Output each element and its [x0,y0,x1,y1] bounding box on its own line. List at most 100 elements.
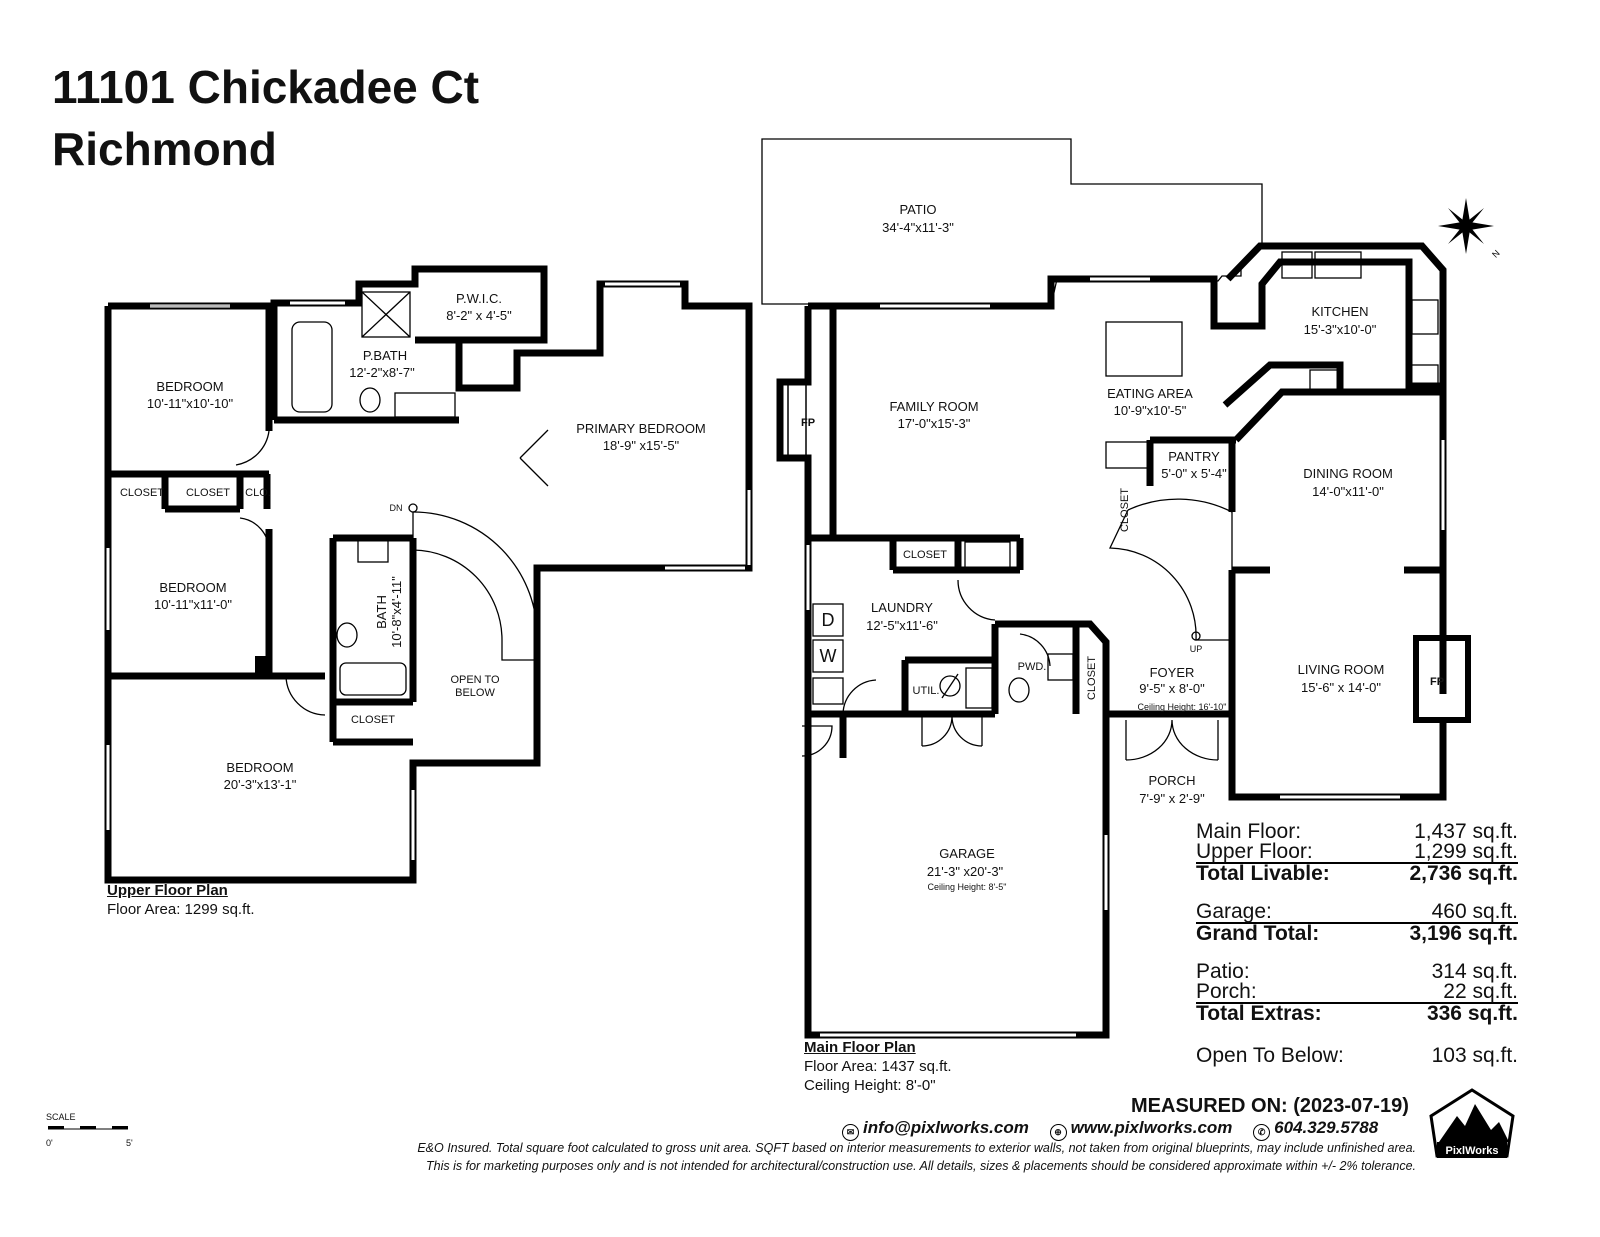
email-icon: ✉ [842,1124,859,1141]
summary-value: 2,736 sq.ft. [1409,862,1518,885]
summary-value: 3,196 sq.ft. [1409,922,1518,945]
summary-grand-total: Grand Total: 3,196 sq.ft. [1196,922,1518,944]
foyer-closet-label: CLOSET [1119,488,1131,532]
summary-porch: Porch: 22 sq.ft. [1196,980,1518,1003]
living-room-label: LIVING ROOM [1298,662,1385,677]
summary-value: 1,299 sq.ft. [1414,840,1518,863]
main-floor-caption-area: Floor Area: 1437 sq.ft. [804,1058,952,1075]
upper-bedroom-2-label: BEDROOM [159,580,226,595]
phone-icon: ✆ [1253,1124,1271,1141]
summary-value: 22 sq.ft. [1443,980,1518,1003]
website-link[interactable]: www.pixlworks.com [1070,1118,1233,1137]
upper-closet-2: CLOSET [186,487,230,499]
summary-total-livable: Total Livable: 2,736 sq.ft. [1196,862,1518,884]
main-floor-caption-title: Main Floor Plan [804,1039,916,1056]
foyer-dims: 9'-5" x 8'-0" [1139,681,1205,696]
upper-bedroom-1-dims: 10'-11"x10'-10" [147,396,234,411]
primary-bedroom-label: PRIMARY BEDROOM [576,421,706,436]
porch-dims: 7'-9" x 2'-9" [1139,791,1205,806]
pwic-label: P.W.I.C. [456,291,502,306]
upper-closet-3: CLO. [245,487,271,499]
dryer-label: D [822,610,835,630]
pantry-dims: 5'-0" x 5'-4" [1161,466,1227,481]
upper-bath-label: BATH [374,595,389,629]
summary-value: 103 sq.ft. [1431,1044,1518,1067]
garage-label: GARAGE [939,846,995,861]
primary-bedroom-dims: 18'-9" x15'-5" [603,438,680,453]
kitchen-dims: 15'-3"x10'-0" [1304,322,1377,337]
upper-floor-fixtures [235,291,549,716]
upper-closet-4: CLOSET [351,714,395,726]
property-address: 11101 Chickadee Ct [52,61,480,113]
garage-dims: 21'-3" x20'-3" [927,864,1004,879]
email-link[interactable]: info@pixlworks.com [863,1118,1029,1137]
summary-upper-floor: Upper Floor: 1,299 sq.ft. [1196,840,1518,863]
upper-bedroom-3-label: BEDROOM [226,760,293,775]
garage-ceiling-height: Ceiling Height: 8'-5" [928,882,1007,892]
summary-value: 460 sq.ft. [1431,900,1518,923]
laundry-dims: 12'-5"x11'-6" [866,618,938,633]
scale-start: 0' [46,1138,53,1148]
main-stairs [1108,498,1233,641]
upper-stairs [408,503,538,661]
foyer-label: FOYER [1150,665,1195,680]
porch-label: PORCH [1149,773,1196,788]
globe-icon: ⊕ [1049,1124,1067,1141]
summary-total-extras: Total Extras: 336 sq.ft. [1196,1002,1518,1024]
stairs-down-label: DN [390,503,403,513]
summary-label: Patio: [1196,960,1250,983]
eating-area-dims: 10'-9"x10'-5" [1114,403,1187,418]
disclaimer-line-2: This is for marketing purposes only and … [426,1159,1416,1173]
summary-label: Grand Total: [1196,922,1320,945]
upper-floor-windows [106,282,751,860]
summary-label: Open To Below: [1196,1044,1344,1067]
summary-value: 1,437 sq.ft. [1414,820,1518,843]
upper-closet-1: CLOSET [120,487,164,499]
laundry-label: LAUNDRY [871,600,933,615]
family-room-label: FAMILY ROOM [889,399,978,414]
upper-bedroom-2-dims: 10'-11"x11'-0" [154,597,232,612]
pbath-label: P.BATH [363,348,407,363]
scale-label: SCALE [46,1112,76,1122]
patio-dims: 34'-4"x11'-3" [882,220,954,235]
upper-floor-caption-title: Upper Floor Plan [107,882,228,899]
summary-open-to-below: Open To Below: 103 sq.ft. [1196,1044,1518,1067]
pantry-label: PANTRY [1168,449,1220,464]
summary-label: Main Floor: [1196,820,1302,843]
family-room-dims: 17'-0"x15'-3" [898,416,971,431]
summary-label: Total Extras: [1196,1002,1322,1025]
dining-room-label: DINING ROOM [1303,466,1393,481]
foyer-ceiling-height: Ceiling Height: 16'-10" [1138,702,1227,712]
main-floor-caption-ceiling: Ceiling Height: 8'-0" [804,1077,936,1094]
upper-bath-dims: 10'-8"x4'-11" [389,576,404,648]
upper-floor-caption-area: Floor Area: 1299 sq.ft. [107,901,255,918]
dining-room-dims: 14'-0"x11'-0" [1312,484,1384,499]
summary-label: Total Livable: [1196,862,1330,885]
pbath-dims: 12'-2"x8'-7" [349,365,415,380]
summary-label: Porch: [1196,980,1257,1003]
summary-label: Garage: [1196,900,1272,923]
pwd-closet-label: CLOSET [1086,656,1098,700]
open-to-below-label: OPEN TO [450,674,500,686]
summary-patio: Patio:314 sq.ft. [1196,960,1518,983]
family-fireplace-label: FP [801,417,815,429]
powder-room-label: PWD. [1018,661,1047,673]
scale-bar-graphic [48,1126,128,1130]
summary-garage: Garage: 460 sq.ft. [1196,900,1518,923]
patio-label: PATIO [899,202,936,217]
upper-floor-caption: Upper Floor Plan Floor Area: 1299 sq.ft. [107,881,255,919]
area-summary: Main Floor: 1,437 sq.ft. Upper Floor: 1,29… [1196,820,1518,1067]
summary-value: 336 sq.ft. [1426,1002,1518,1025]
main-floor-windows [806,277,1445,1037]
open-to-below-sub: BELOW [455,687,495,699]
summary-label: Upper Floor: [1196,840,1313,863]
phone-number[interactable]: 604.329.5788 [1274,1118,1379,1137]
stairs-up-label: UP [1190,644,1203,654]
upper-bedroom-3-dims: 20'-3"x13'-1" [224,777,297,792]
util-label: UTIL. [913,685,940,697]
scale-end: 5' [126,1138,133,1148]
scale-bar: SCALE 0' 5' [46,1112,136,1150]
kitchen-label: KITCHEN [1311,304,1368,319]
main-floor-fixtures [801,251,1439,761]
